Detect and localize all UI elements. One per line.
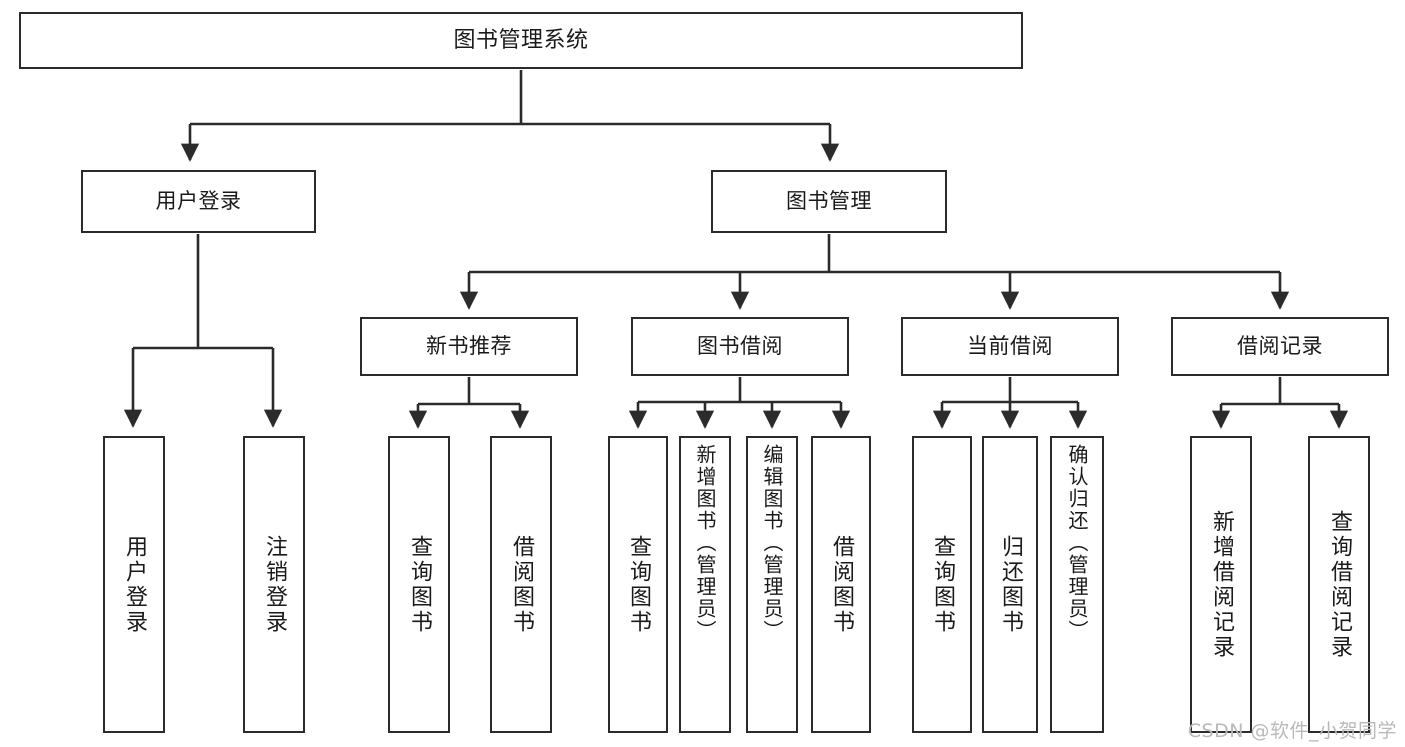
- node-label: 查询图书: [626, 534, 651, 635]
- node-leaf-user-login[interactable]: 用户登录: [103, 436, 165, 733]
- node-leaf-query-book-recommend[interactable]: 查询图书: [388, 436, 450, 733]
- node-label: 借阅图书: [829, 534, 854, 635]
- node-leaf-query-book-borrow[interactable]: 查询图书: [608, 436, 668, 733]
- node-current-borrow[interactable]: 当前借阅: [901, 317, 1119, 376]
- node-label: 用户登录: [122, 534, 147, 635]
- node-label: 当前借阅: [967, 334, 1053, 359]
- node-new-book-recommend[interactable]: 新书推荐: [360, 317, 578, 376]
- node-label: 借阅图书: [509, 534, 534, 635]
- node-label: 新增借阅记录: [1209, 509, 1234, 660]
- node-leaf-confirm-return-admin[interactable]: 确认归还（管理员）: [1050, 436, 1104, 733]
- node-label: 注销登录: [262, 534, 287, 635]
- node-leaf-add-book-admin[interactable]: 新增图书（管理员）: [679, 436, 731, 733]
- node-label: 用户登录: [155, 189, 242, 214]
- node-user-login[interactable]: 用户登录: [81, 170, 316, 233]
- node-label: 新增图书（管理员）: [693, 444, 717, 642]
- node-label: 新书推荐: [426, 334, 512, 359]
- node-leaf-edit-book-admin[interactable]: 编辑图书（管理员）: [746, 436, 798, 733]
- node-leaf-query-book-current[interactable]: 查询图书: [912, 436, 972, 733]
- node-label: 查询图书: [930, 534, 955, 635]
- node-leaf-add-borrow-record[interactable]: 新增借阅记录: [1190, 436, 1252, 733]
- node-label: 查询借阅记录: [1327, 509, 1352, 660]
- node-leaf-query-borrow-record[interactable]: 查询借阅记录: [1308, 436, 1370, 733]
- node-borrow-record[interactable]: 借阅记录: [1171, 317, 1389, 376]
- node-leaf-borrow-book-recommend[interactable]: 借阅图书: [490, 436, 552, 733]
- node-leaf-borrow-book-borrow[interactable]: 借阅图书: [811, 436, 871, 733]
- node-label: 归还图书: [998, 534, 1023, 635]
- node-label: 图书借阅: [697, 334, 783, 359]
- node-leaf-logout-login[interactable]: 注销登录: [243, 436, 305, 733]
- csdn-watermark: CSDN @软件_小贺同学: [1187, 720, 1397, 742]
- node-label: 确认归还（管理员）: [1065, 444, 1089, 642]
- node-label: 编辑图书（管理员）: [760, 444, 784, 642]
- node-book-borrow[interactable]: 图书借阅: [631, 317, 849, 376]
- node-label: 查询图书: [407, 534, 432, 635]
- node-book-management[interactable]: 图书管理: [711, 170, 947, 233]
- node-label: 图书管理: [786, 189, 872, 214]
- node-root-book-management-system[interactable]: 图书管理系统: [19, 12, 1023, 69]
- node-leaf-return-book[interactable]: 归还图书: [982, 436, 1038, 733]
- node-label: 借阅记录: [1237, 334, 1323, 359]
- node-label: 图书管理系统: [453, 27, 589, 53]
